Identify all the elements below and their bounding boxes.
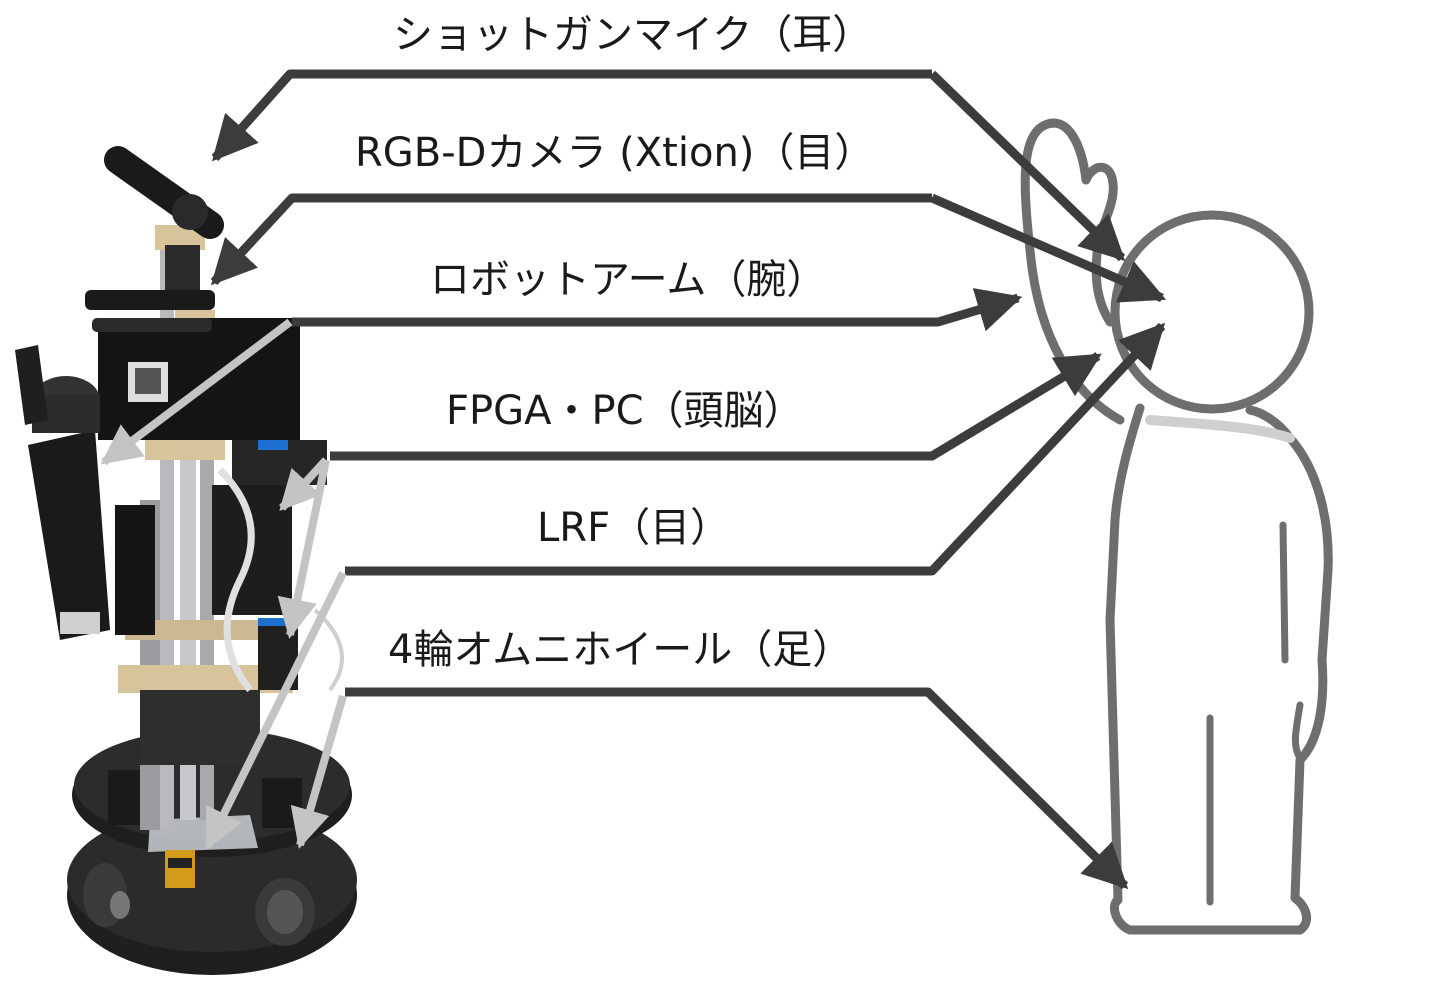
arrow-cam-eye — [930, 193, 1167, 303]
human-figure — [1020, 118, 1333, 935]
robot-arm-icon — [15, 345, 110, 640]
arrow-arm — [292, 288, 1023, 332]
fpga-pc-unit — [115, 440, 327, 765]
arrow-wheel — [345, 687, 1129, 890]
human-head — [1110, 210, 1314, 414]
robot-pointers — [100, 318, 347, 850]
robot-illustration — [15, 146, 357, 975]
arrow-lrf — [345, 322, 1166, 576]
arrow-mic — [211, 69, 932, 162]
label-omni-wheel: 4輪オムニホイール（足） — [388, 627, 853, 673]
lrf-sensor — [165, 850, 195, 888]
arrow-cam — [210, 193, 932, 286]
label-lrf: LRF（目） — [537, 505, 731, 551]
label-robot-arm: ロボットアーム（腕） — [430, 257, 827, 303]
label-fpga-pc: FPGA・PC（頭脳） — [446, 388, 804, 434]
connector-arrows — [210, 69, 1167, 890]
xtion-camera — [85, 290, 215, 310]
arrow-fpga — [330, 352, 1102, 461]
shotgun-mic-icon — [104, 146, 224, 239]
omni-wheel-icon — [83, 863, 315, 946]
arrow-mic-ear — [928, 70, 1126, 262]
label-rgbd-camera: RGB-Dカメラ (Xtion)（目） — [355, 130, 875, 176]
label-shotgun-mic: ショットガンマイク（耳） — [393, 12, 873, 58]
